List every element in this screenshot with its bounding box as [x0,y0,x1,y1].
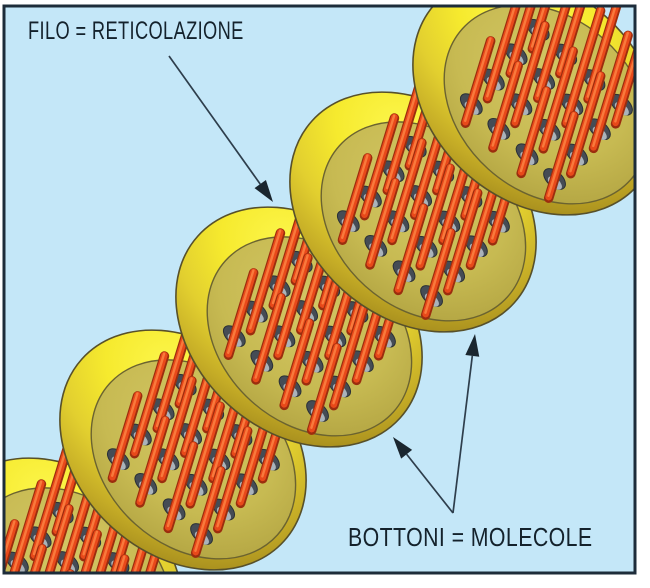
thread-highlight [133,352,166,453]
bottoni-arrow-1 [393,437,454,514]
thread-highlight [65,530,99,573]
hole-highlight [87,582,106,588]
panel-border [2,4,637,575]
thread-highlight [536,6,574,97]
arrow-line [405,453,454,514]
thread-highlight [363,114,396,215]
thread-highlight [513,22,546,123]
thread-highlight [227,269,255,354]
hole-icon [30,573,59,588]
arrow-head-icon [393,437,413,459]
thread-highlight [592,31,629,148]
thread-highlight [519,87,548,173]
hole-icon [0,573,10,588]
thread-highlight [32,439,70,556]
button-molecule-5 [412,6,635,216]
thread-highlight [508,6,546,73]
thread-highlight [586,6,630,98]
thread-highlight [396,204,425,290]
thread-highlight [418,164,452,265]
hole-highlight [36,582,55,588]
thread-highlight [569,72,602,173]
thread-highlight [188,402,222,503]
thread-highlight [160,377,193,478]
thread-highlight [464,37,492,122]
hole-icon [131,573,160,588]
thread-highlight [166,442,195,528]
hole-highlight [0,582,5,588]
hole-icon [81,573,110,588]
thread-highlight [332,304,365,405]
thread-highlight [491,62,520,147]
arrow-line [452,355,474,514]
bottoni-arrow-2 [452,334,480,514]
thread-highlight [216,427,249,528]
label-filo-reticolazione: FILO = RETICOLAZIONE [28,17,244,45]
thread-highlight [111,392,139,477]
thread-highlight [424,229,452,314]
thread-highlight [194,467,222,552]
hole-highlight [136,583,155,588]
label-bottoni-molecole: BOTTONI = MOLECOLE [348,522,593,552]
thread-highlight [368,179,397,264]
thread-highlight [530,6,575,48]
arrow-line [168,55,261,185]
thread-highlight [558,6,602,73]
arrow-head-icon [254,180,273,202]
thread-highlight [282,319,311,405]
thread-highlight [276,254,309,355]
thread [40,569,76,573]
thread-highlight [446,189,479,290]
thread-highlight [304,279,338,380]
arrow-head-icon [465,334,480,357]
button-molecule-4 [289,27,539,333]
thread-highlight [541,47,575,148]
thread-highlight [310,344,338,429]
button-threads [460,6,635,203]
thread-highlight [254,294,283,379]
thread-body [41,569,74,573]
thread-highlight [486,6,519,98]
thread-highlight [614,6,635,123]
thread-highlight [15,545,44,573]
thread-highlight [249,229,282,330]
thread-highlight [341,154,369,239]
thread-highlight [10,480,43,573]
thread-highlight [564,7,602,123]
thread-highlight [138,417,167,502]
thread-highlight [390,139,423,240]
filo-arrow [168,55,273,202]
thread-highlight [4,520,16,573]
thread-highlight [547,112,575,197]
thread-highlight [37,505,70,573]
